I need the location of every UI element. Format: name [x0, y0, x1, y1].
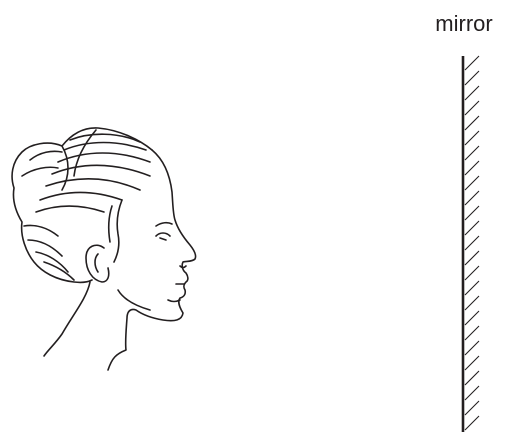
hair-strand [28, 240, 62, 256]
mirror-hatch-line [465, 341, 479, 355]
mirror-icon [463, 56, 479, 432]
hair-strand [24, 225, 58, 236]
eye [156, 233, 170, 240]
mirror-hatch-line [465, 296, 479, 310]
mirror-hatch-line [465, 401, 479, 415]
mirror-hatching [465, 56, 479, 430]
mirror-hatch-line [465, 371, 479, 385]
hair-strand [109, 206, 112, 242]
hair-strand [40, 193, 122, 201]
ear [86, 245, 109, 282]
mirror-hatch-line [465, 326, 479, 340]
hair-strand [58, 153, 150, 162]
mirror-hatch-line [465, 71, 479, 85]
hair-strand [22, 167, 58, 176]
mirror-hatch-line [465, 146, 479, 160]
hair-strand [62, 146, 68, 190]
mirror-hatch-line [465, 386, 479, 400]
hair-strand [70, 134, 140, 142]
woman-head-icon [12, 128, 196, 370]
eyebrow [156, 223, 172, 226]
mirror-hatch-line [465, 281, 479, 295]
hairline [114, 200, 122, 262]
mirror-hatch-line [465, 356, 479, 370]
mirror-hatch-line [465, 176, 479, 190]
mirror-hatch-line [465, 311, 479, 325]
neck-line [118, 290, 150, 310]
ear-inner [95, 254, 98, 272]
hair-strand [46, 179, 140, 190]
hair-strand [64, 143, 146, 151]
mirror-hatch-line [465, 236, 479, 250]
mirror-hatch-line [465, 86, 479, 100]
mirror-hatch-line [465, 251, 479, 265]
hair-strand [36, 206, 104, 212]
mirror-hatch-line [465, 206, 479, 220]
mirror-hatch-line [465, 221, 479, 235]
neck-back [44, 282, 90, 356]
mirror-label: mirror [424, 10, 504, 38]
mirror-hatch-line [465, 101, 479, 115]
mirror-hatch-line [465, 116, 479, 130]
hair-strand [44, 262, 74, 280]
mirror-hatch-line [465, 191, 479, 205]
hair-strand [30, 151, 62, 160]
mirror-hatch-line [465, 56, 479, 70]
mirror-hatch-line [465, 161, 479, 175]
mirror-hatch-line [465, 416, 479, 430]
mirror-hatch-line [465, 266, 479, 280]
hair-strand [52, 165, 150, 176]
chin-line [168, 300, 180, 302]
mirror-hatch-line [465, 131, 479, 145]
